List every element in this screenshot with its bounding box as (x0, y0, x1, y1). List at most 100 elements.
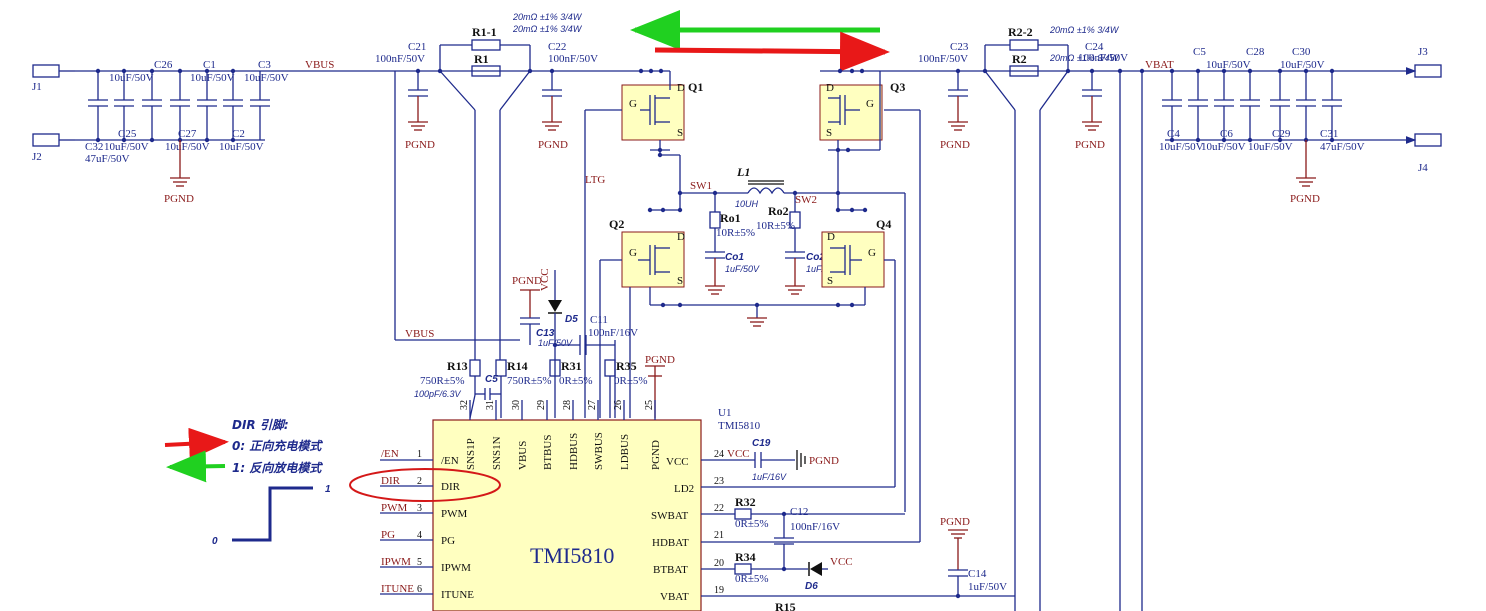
svg-text:3: 3 (417, 503, 422, 514)
svg-text:19: 19 (714, 585, 724, 596)
svg-text:C12: C12 (790, 506, 808, 518)
svg-text:D: D (827, 231, 835, 243)
connector-j4: J4 (1414, 133, 1442, 174)
svg-text:S: S (677, 275, 683, 287)
svg-text:24: 24 (714, 449, 724, 460)
c3-value: 10uF/50V (244, 72, 289, 84)
svg-text:SW2: SW2 (795, 194, 817, 206)
svg-text:LD2: LD2 (674, 483, 694, 495)
svg-text:C29: C29 (1272, 128, 1291, 140)
connector-j3: J3 (1414, 46, 1442, 78)
svg-text:PGND: PGND (645, 354, 675, 366)
ic-top-pins: 32 31 30 29 28 27 26 25 SNS1P SNS1N VBUS… (459, 400, 662, 470)
j3-label: J3 (1418, 46, 1428, 58)
svg-text:C11: C11 (590, 314, 608, 326)
svg-text:0: 0 (212, 536, 218, 547)
svg-text:D5: D5 (565, 314, 578, 325)
svg-text:S: S (827, 275, 833, 287)
svg-text:PGND: PGND (512, 275, 542, 287)
input-pgnd-label: PGND (164, 193, 194, 205)
svg-text:R34: R34 (735, 550, 756, 564)
svg-text:HDBUS: HDBUS (568, 433, 580, 470)
svg-text:C5: C5 (485, 374, 498, 385)
svg-text:0R±5%: 0R±5% (614, 375, 648, 387)
low-resistor-row: R13 750R±5% R14 750R±5% R31 0R±5% R35 0R… (414, 354, 675, 419)
svg-text:IPWM: IPWM (381, 556, 411, 568)
svg-text:20mΩ ±1% 3/4W: 20mΩ ±1% 3/4W (512, 12, 583, 22)
switch-node-network: L1 10UH SW1 SW2 (677, 155, 906, 512)
svg-text:21: 21 (714, 530, 724, 541)
svg-text:C4: C4 (1167, 128, 1180, 140)
svg-text:IPWM: IPWM (441, 562, 471, 574)
svg-text:100nF/50V: 100nF/50V (918, 53, 968, 65)
svg-text:C22: C22 (548, 41, 566, 53)
svg-text:Q4: Q4 (876, 217, 891, 231)
j2-label: J2 (32, 151, 42, 163)
svg-text:VBAT: VBAT (660, 591, 689, 603)
svg-text:ITUNE: ITUNE (441, 589, 474, 601)
svg-text:10UH: 10UH (735, 199, 759, 209)
svg-text:750R±5%: 750R±5% (507, 375, 552, 387)
svg-text:1: 1 (417, 449, 422, 460)
svg-text:R1: R1 (474, 52, 489, 66)
snubber-network: Ro1 10R±5% Co1 1uF/50V Ro2 10R±5% Co2 1u… (705, 193, 841, 295)
svg-text:10uF/50V: 10uF/50V (1159, 141, 1204, 153)
legend-mode1: 1: 反向放电模式 (232, 461, 323, 475)
vbat-net-label: VBAT (1145, 59, 1174, 71)
svg-text:5: 5 (417, 557, 422, 568)
svg-text:BTBAT: BTBAT (653, 564, 688, 576)
svg-text:R15: R15 (775, 600, 796, 611)
svg-text:HDBAT: HDBAT (652, 537, 689, 549)
svg-text:S: S (826, 127, 832, 139)
legend-reverse-arrow (166, 450, 226, 483)
svg-text:LTG: LTG (585, 174, 605, 186)
svg-text:R32: R32 (735, 495, 756, 509)
svg-text:G: G (868, 247, 876, 259)
c1-ref: C1 (203, 59, 216, 71)
mosfet-q4: G D S Q4 (821, 207, 891, 308)
c32-ref: C32 (85, 141, 103, 153)
svg-text:VCC: VCC (666, 456, 689, 468)
svg-text:25: 25 (644, 400, 655, 410)
svg-text:PGND: PGND (809, 455, 839, 467)
svg-text:0R±5%: 0R±5% (559, 375, 593, 387)
svg-text:TMI5810: TMI5810 (718, 420, 761, 432)
legend-mode0: 0: 正向充电模式 (232, 439, 323, 453)
c2-ref: C2 (232, 128, 245, 140)
svg-text:/EN: /EN (441, 455, 459, 467)
output-capacitor-bank: C5 10uF/50V C28 C30 10uF/50V C4 10uF/50V… (1159, 46, 1417, 205)
svg-text:/EN: /EN (381, 448, 399, 460)
svg-text:PGND: PGND (940, 139, 970, 151)
svg-text:R13: R13 (447, 359, 468, 373)
capacitor-c22: C22 100nF/50V PGND (538, 41, 632, 151)
svg-text:DIR: DIR (441, 481, 461, 493)
svg-text:PGND: PGND (405, 139, 435, 151)
svg-text:2: 2 (417, 476, 422, 487)
svg-text:G: G (866, 98, 874, 110)
svg-text:LDBUS: LDBUS (619, 434, 631, 470)
svg-text:G: G (629, 98, 637, 110)
svg-text:20: 20 (714, 558, 724, 569)
dir-legend: DIR 引脚: 0: 正向充电模式 1: 反向放电模式 1 0 (164, 418, 501, 547)
svg-text:4: 4 (417, 530, 422, 541)
capacitor-c21: C21 100nF/50V PGND (375, 41, 435, 151)
svg-text:1: 1 (325, 484, 331, 495)
svg-text:VCC: VCC (539, 268, 551, 291)
svg-text:VCC: VCC (830, 556, 853, 568)
svg-text:31: 31 (485, 400, 496, 410)
svg-text:S: S (677, 127, 683, 139)
svg-text:Co2: Co2 (806, 252, 825, 263)
capacitor-c24: C24 100nF/50V PGND (1075, 41, 1145, 611)
svg-text:C6: C6 (1220, 128, 1233, 140)
ic-left-pins: /EN DIR PWM PG IPWM ITUNE 1 2 3 4 5 6 /E… (380, 448, 474, 601)
bulk-cap-value: 47uF/50V (85, 153, 130, 165)
svg-text:10uF/50V: 10uF/50V (1248, 141, 1293, 153)
svg-text:C13: C13 (536, 328, 555, 339)
svg-text:PWM: PWM (441, 508, 468, 520)
svg-text:C24: C24 (1085, 41, 1104, 53)
legend-title: DIR 引脚: (232, 418, 289, 432)
connector-j1: J1 (32, 64, 75, 93)
sense-resistor-output: R2-2 R2 20mΩ ±1% 3/4W 20mΩ ±1% 3/4W (982, 25, 1120, 611)
c2-value: 10uF/50V (219, 141, 264, 153)
svg-text:100nF/16V: 100nF/16V (588, 327, 638, 339)
